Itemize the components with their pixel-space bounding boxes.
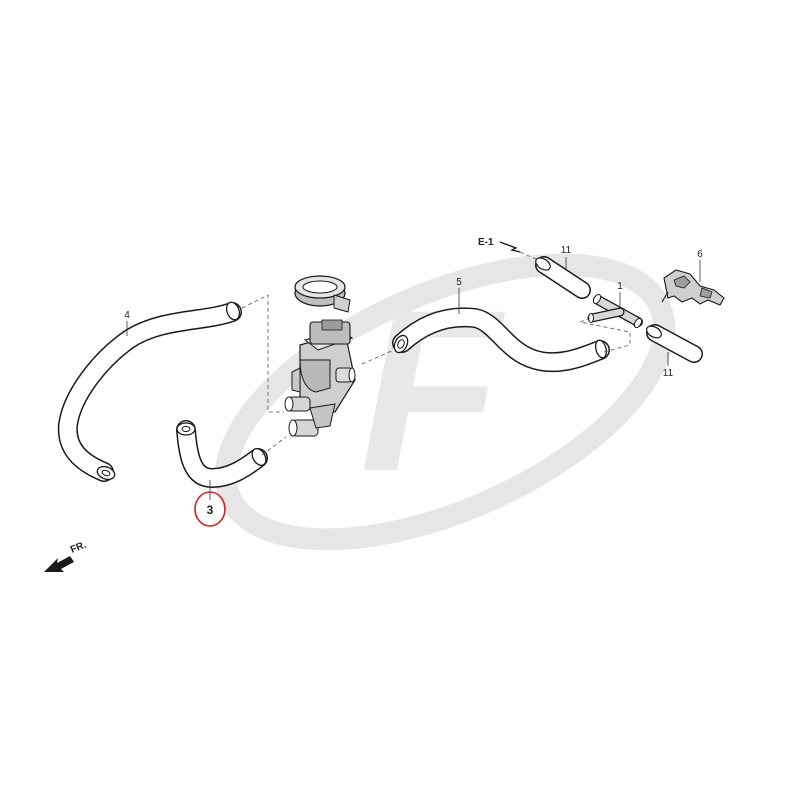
callout-3: 3	[207, 503, 214, 517]
callout-6: 6	[697, 249, 703, 260]
watermark-logo: F	[214, 253, 676, 551]
clip-6[interactable]	[661, 269, 725, 306]
tube-11-top[interactable]	[534, 255, 591, 299]
callout-1: 1	[617, 281, 623, 292]
tube-11-bottom[interactable]	[645, 324, 703, 363]
hose-3[interactable]	[176, 420, 269, 488]
callout-4: 4	[124, 310, 130, 321]
hose-5[interactable]	[392, 307, 610, 373]
hose-4[interactable]	[57, 300, 242, 482]
ref-e1[interactable]: E-1	[478, 237, 521, 253]
ref-e1-label: E-1	[478, 237, 494, 248]
solenoid-valve[interactable]	[284, 319, 356, 437]
front-label: FR.	[69, 539, 88, 555]
front-direction: FR.	[44, 539, 88, 572]
joint-1[interactable]	[587, 293, 644, 329]
valve-mounting-band[interactable]	[294, 275, 351, 313]
front-arrow-icon	[44, 556, 74, 572]
ref-e1-arrow-icon	[499, 241, 521, 253]
callout-11-bottom: 11	[663, 368, 674, 379]
callout-3-highlight[interactable]: 3	[194, 491, 226, 527]
callout-5: 5	[456, 277, 462, 288]
watermark-letter: F	[360, 262, 506, 519]
callout-11-top: 11	[561, 245, 572, 256]
